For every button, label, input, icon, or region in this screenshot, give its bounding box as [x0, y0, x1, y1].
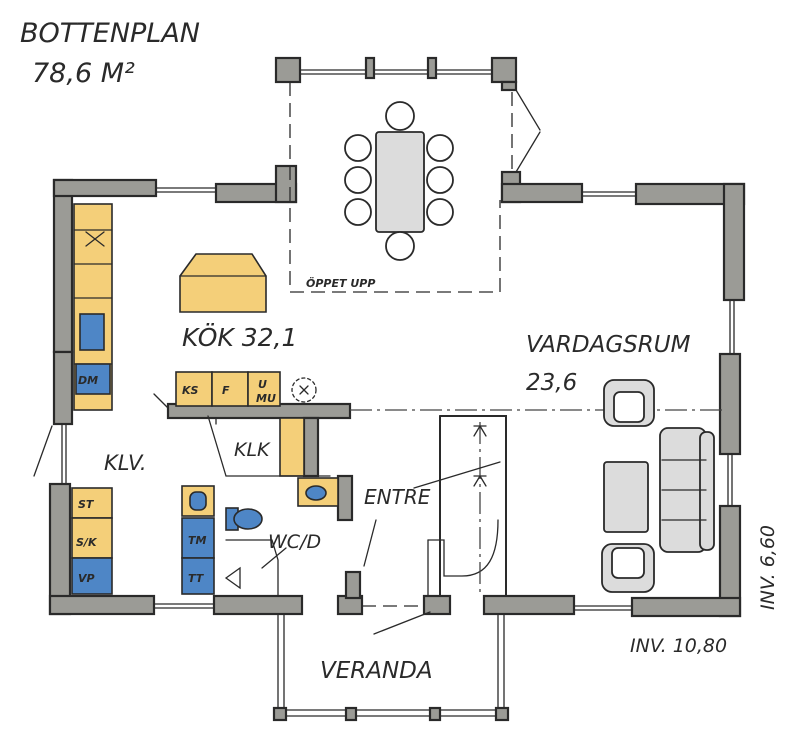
wc-fixtures [224, 477, 339, 597]
dining-table [375, 131, 425, 233]
armchair-bottom [601, 543, 655, 593]
bay-door [511, 89, 541, 173]
kitchen-counter-left: DM [73, 203, 113, 411]
sofa [659, 427, 715, 553]
living-room-label: VARDAGSRUM [526, 332, 691, 358]
open-above-label: ÖPPET UPP [306, 276, 375, 290]
coffee-table [603, 461, 649, 533]
armchair-top [603, 379, 655, 427]
freezer-label: KS [182, 384, 199, 397]
stove-symbol [291, 377, 317, 403]
veranda [272, 613, 510, 722]
sk-label: S/K [76, 536, 98, 549]
veranda-label: VERANDA [320, 658, 433, 684]
appliance-row: KS F U MU [175, 371, 317, 407]
micro-label-2: MU [256, 392, 276, 405]
walls [48, 56, 746, 618]
laundry-label: KLK [234, 439, 271, 461]
windows [61, 69, 735, 611]
entry-door [373, 611, 431, 635]
vp-label: VP [78, 572, 95, 585]
laundry-appliances: TM TT [181, 485, 215, 595]
kitchen-island [179, 253, 267, 313]
tt-label: TT [188, 572, 205, 585]
staircase [413, 415, 507, 597]
micro-label-1: U [258, 378, 267, 391]
st-label: ST [78, 498, 95, 511]
width-dimension: INV. 10,80 [630, 635, 727, 657]
fridge-label: F [222, 384, 230, 397]
tm-label: TM [188, 534, 207, 547]
dining-chairs [344, 101, 454, 261]
plan-area: 78,6 M² [32, 58, 135, 89]
closet-cabinets: ST S/K VP [71, 487, 113, 595]
dishwasher-label: DM [78, 374, 98, 387]
living-room-area: 23,6 [526, 370, 577, 396]
wc-label: WC/D [268, 531, 321, 553]
closet-door [33, 425, 53, 477]
kitchen-label: KÖK 32,1 [182, 323, 297, 352]
closet-label: KLV. [104, 451, 147, 475]
entry-label: ENTRE [364, 485, 431, 509]
plan-title: BOTTENPLAN [20, 18, 200, 49]
open-above-outline [289, 82, 501, 293]
depth-dimension: INV. 6,60 [757, 525, 779, 610]
laundry-cabinet [279, 417, 305, 477]
